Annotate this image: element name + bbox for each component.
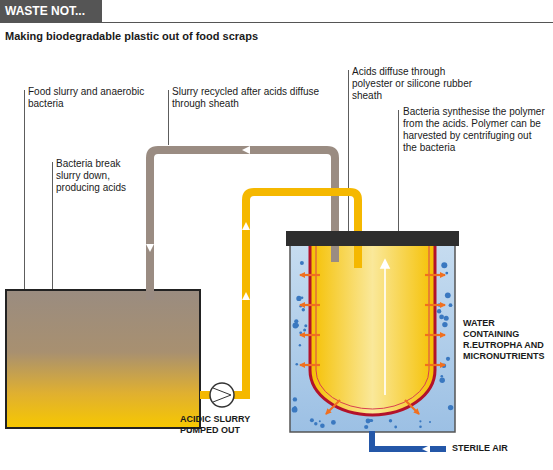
header-title: WASTE NOT... xyxy=(5,4,100,18)
bubble xyxy=(294,406,297,409)
bubble xyxy=(300,261,304,265)
bubble xyxy=(310,418,314,422)
bubble xyxy=(440,378,445,383)
diffusion-arrows xyxy=(300,275,445,414)
callout-label: Acids diffuse through polyester or silic… xyxy=(352,66,480,102)
tank-lid xyxy=(286,231,459,246)
bubble xyxy=(419,420,421,422)
bubble xyxy=(364,425,368,429)
sheath xyxy=(310,245,435,415)
bubble xyxy=(442,322,447,327)
bubble xyxy=(293,323,299,329)
header-bar xyxy=(0,0,102,22)
bubble xyxy=(331,420,336,425)
bubble xyxy=(304,324,307,327)
tank-label: WATER CONTAINING R.EUTROPHA AND MICRONUT… xyxy=(463,318,549,362)
bubble xyxy=(370,419,373,422)
bubble xyxy=(296,296,301,301)
flow-arrow xyxy=(422,445,430,453)
pump-symbol xyxy=(213,388,231,402)
bubble xyxy=(443,323,446,326)
subtitle: Making biodegradable plastic out of food… xyxy=(5,30,545,43)
bubble xyxy=(444,316,449,321)
flow-arrow xyxy=(242,222,250,230)
bubble xyxy=(419,425,422,428)
slurry-tank xyxy=(6,290,200,428)
bubble xyxy=(449,303,453,307)
header-rule xyxy=(0,22,553,23)
air-pipe xyxy=(372,431,446,449)
bubble xyxy=(299,344,301,346)
bubble xyxy=(302,308,305,311)
bubble xyxy=(429,421,431,423)
bubble xyxy=(314,422,317,425)
bubble xyxy=(448,405,453,410)
sheath-inner xyxy=(316,245,429,409)
flow-arrow xyxy=(146,244,154,252)
bubble xyxy=(303,329,306,332)
bubble xyxy=(441,262,447,268)
return-pipe-end xyxy=(331,246,339,262)
bubble xyxy=(294,319,298,323)
bubble xyxy=(319,420,321,422)
bubble xyxy=(299,331,302,334)
bubble xyxy=(293,397,297,401)
bubble xyxy=(439,315,444,320)
bubble xyxy=(389,419,392,422)
bubble xyxy=(369,419,372,422)
pump-label: ACIDIC SLURRY PUMPED OUT xyxy=(180,414,280,436)
callout-label: Bacteria break slurry down, producing ac… xyxy=(56,158,142,194)
callout-label: Bacteria synthesise the polymer from the… xyxy=(403,106,546,154)
bubble xyxy=(394,426,397,429)
callout-label: Slurry recycled after acids diffuse thro… xyxy=(172,86,322,110)
flow-arrow xyxy=(242,146,250,154)
air-label: STERILE AIR xyxy=(452,443,548,454)
flow-arrow xyxy=(242,292,250,300)
bubble xyxy=(445,272,448,275)
pump xyxy=(210,383,234,407)
bioreactor-tank xyxy=(290,244,455,432)
bubble xyxy=(296,363,299,366)
bubble xyxy=(292,407,298,413)
bubble xyxy=(445,292,451,298)
slurry-pipe-end xyxy=(354,246,362,268)
bubble xyxy=(301,296,304,299)
callout-label: Food slurry and anaerobic bacteria xyxy=(28,86,148,110)
bubble xyxy=(446,357,450,361)
bubble xyxy=(441,375,444,378)
bubble xyxy=(437,309,441,313)
bubble xyxy=(320,423,325,428)
flow-up-arrow xyxy=(381,260,389,395)
